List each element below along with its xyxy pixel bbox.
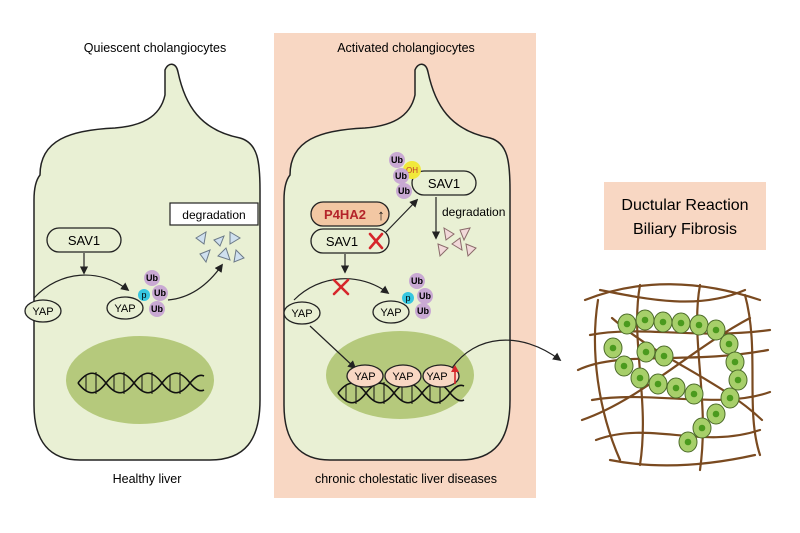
ub-sav1-3-label: Ub — [398, 186, 410, 196]
sav1-label-right: SAV1 — [326, 234, 358, 249]
ub-right-2-label: Ub — [419, 291, 431, 301]
ub-right-3 — [415, 303, 431, 319]
degraded-fragments-left — [195, 231, 245, 264]
phosphate-right — [402, 292, 414, 304]
ub-right-3-label: Ub — [417, 306, 429, 316]
ub-sav1-3 — [396, 183, 412, 199]
nuclear-yap-1 — [346, 364, 384, 388]
nuclear-yap-1-label: YAP — [354, 371, 375, 383]
phosphorylation-blocked-cross — [332, 278, 350, 296]
ub-left-2 — [152, 285, 168, 301]
ub-sav1-2-label: Ub — [395, 171, 407, 181]
outcome-arrow — [451, 339, 562, 369]
sav1-to-modified-arrow — [385, 198, 419, 233]
degradation-box-left — [169, 202, 259, 226]
ub-right-2 — [417, 288, 433, 304]
outcome-box — [604, 182, 766, 250]
sav1-modified-box — [411, 170, 477, 196]
yap-increase-arrow — [451, 365, 459, 384]
degradation-label-left: degradation — [182, 208, 245, 222]
yap-phos-label-right: YAP — [380, 307, 401, 319]
ub-sav1-2 — [393, 168, 409, 184]
activated-cell: P4HA2 ↑ SAV1 SAV1 OH Ub Ub Ub degradatio… — [283, 63, 562, 461]
nuclear-translocation-arrow — [309, 325, 357, 370]
cholestatic-caption: chronic cholestatic liver diseases — [315, 472, 497, 486]
ub-sav1-1 — [389, 152, 405, 168]
phosphate-left — [138, 289, 150, 301]
ub-right-1 — [409, 273, 425, 289]
duct-cell-nuclei — [609, 316, 742, 446]
nuclear-yap-2-label: YAP — [392, 371, 413, 383]
ub-right-1-label: Ub — [411, 276, 423, 286]
quiescent-cell: SAV1 YAP YAP p Ub Ub Ub degradation — [24, 63, 261, 461]
nuclear-yap-2 — [384, 364, 422, 388]
ductular-reaction-label: Ductular Reaction — [621, 197, 748, 214]
healthy-liver-caption: Healthy liver — [113, 472, 182, 486]
sav1-inhibition-cross — [368, 232, 384, 250]
dna-helix-left — [77, 372, 205, 394]
hydroxyl-label: OH — [406, 166, 418, 175]
sav1-modified-label: SAV1 — [428, 176, 460, 191]
ub-sav1-1-label: Ub — [391, 155, 403, 165]
nuclear-yap-3 — [422, 364, 460, 388]
phosphorylation-arrow-left — [33, 274, 130, 299]
yap-free-right — [283, 301, 321, 325]
yap-phos-right — [372, 300, 410, 324]
degradation-label-right: degradation — [442, 205, 505, 219]
biliary-fibrosis-label: Biliary Fibrosis — [633, 221, 737, 238]
yap-free-label-left: YAP — [32, 306, 53, 318]
quiescent-title: Quiescent cholangiocytes — [84, 41, 226, 55]
yap-phos-label-left: YAP — [114, 303, 135, 315]
yap-free-label-right: YAP — [291, 308, 312, 320]
ub-left-3 — [149, 301, 165, 317]
p4ha2-up-arrow: ↑ — [377, 207, 385, 224]
p4ha2-box — [310, 201, 390, 227]
phosphate-label-left: p — [141, 290, 146, 300]
phosphate-label-right: p — [405, 293, 410, 303]
ub-left-3-label: Ub — [151, 304, 163, 314]
p4ha2-label: P4HA2 — [324, 207, 366, 222]
fibrosis-illustration — [576, 283, 772, 472]
yap-free-left — [24, 299, 62, 323]
sav1-label-left: SAV1 — [68, 233, 100, 248]
sav1-box-left — [46, 227, 122, 253]
activated-title: Activated cholangiocytes — [337, 41, 475, 55]
blocked-phosphorylation-arrow — [293, 278, 390, 301]
ub-left-2-label: Ub — [154, 288, 166, 298]
ub-left-1 — [144, 270, 160, 286]
quiescent-nucleus — [66, 336, 214, 424]
nuclear-yap-3-label: YAP — [426, 371, 447, 383]
degraded-fragments-right — [437, 227, 477, 258]
yap-phos-left — [106, 296, 144, 320]
ub-left-1-label: Ub — [146, 273, 158, 283]
degradation-arrow-left — [167, 263, 223, 301]
